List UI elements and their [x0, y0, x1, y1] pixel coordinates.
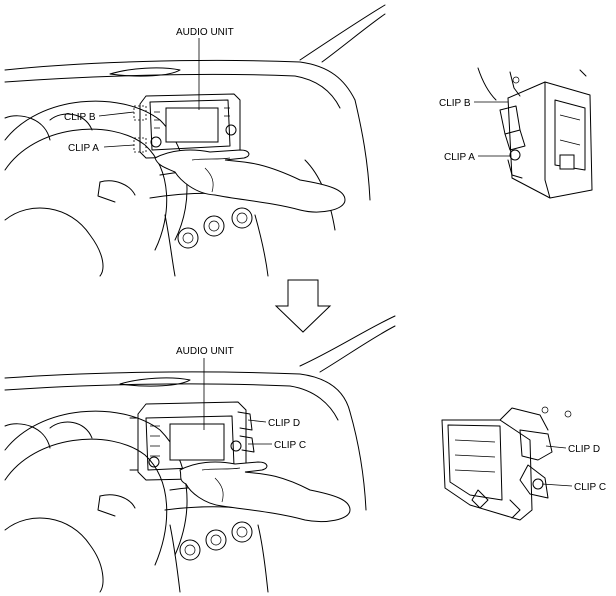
top-detail-leader-lines [474, 101, 510, 157]
top-detail-clip-a-label: CLIP A [444, 152, 475, 163]
bottom-leader-lines [203, 358, 272, 445]
top-clip-a-label: CLIP A [68, 143, 99, 154]
bottom-detail-leader-lines [541, 445, 573, 487]
top-clip-b-label: CLIP B [64, 112, 96, 123]
top-detail-clip-b-label: CLIP B [439, 98, 471, 109]
top-clip-detail-illustration [477, 67, 593, 199]
bottom-dashboard-illustration [4, 315, 396, 593]
down-arrow-icon [274, 279, 332, 333]
top-dashboard-illustration [4, 4, 386, 277]
bottom-clip-c-label: CLIP C [274, 440, 306, 451]
bottom-audio-unit-label: AUDIO UNIT [176, 346, 234, 357]
bottom-clip-d-label: CLIP D [268, 418, 300, 429]
bottom-clip-detail-illustration [441, 406, 572, 521]
top-audio-unit-label: AUDIO UNIT [176, 27, 234, 38]
top-leader-lines [98, 38, 200, 148]
bottom-detail-clip-c-label: CLIP C [574, 482, 606, 493]
bottom-detail-clip-d-label: CLIP D [568, 444, 600, 455]
